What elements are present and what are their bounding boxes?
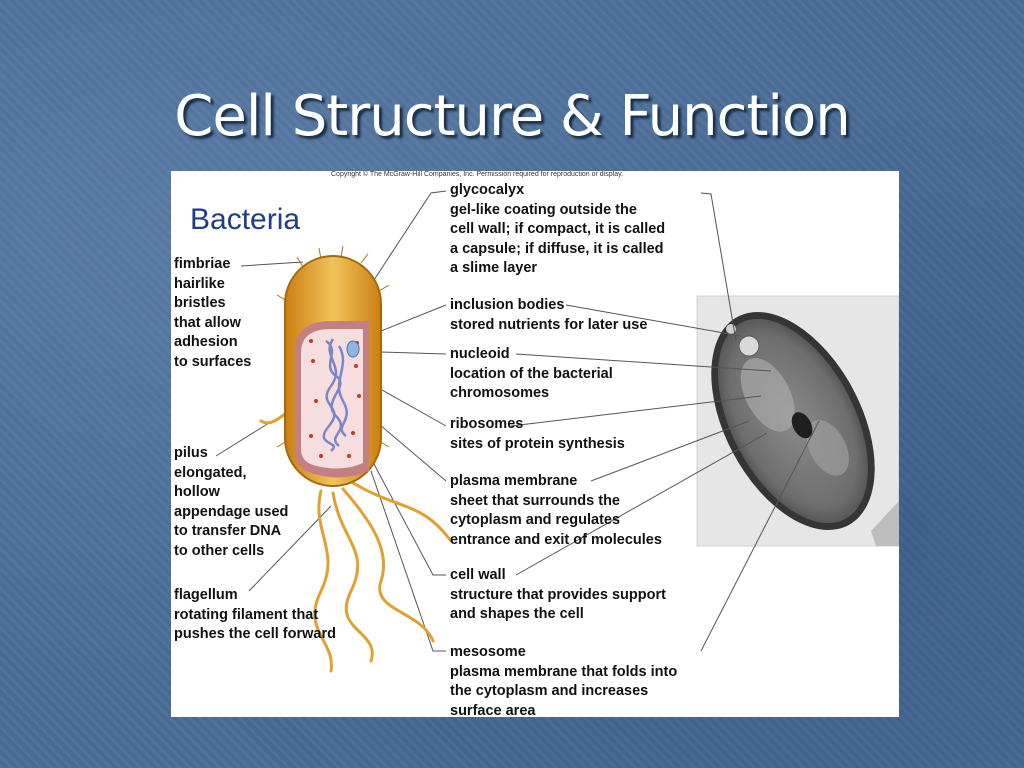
bacteria-diagram [215,190,899,673]
label-glycocalyx: glycocalyx gel-like coating outside the … [450,182,666,276]
label-ribosomes: ribosomes sites of protein synthesis [450,416,625,452]
label-mesosome: mesosome plasma membrane that folds into… [450,644,678,717]
label-cell-wall: cell wall structure that provides suppor… [450,567,666,622]
electron-micrograph [696,295,899,547]
label-plasma-membrane: plasma membrane sheet that surrounds the… [450,473,662,548]
label-flagellum: flagellum rotating filament that pushes … [174,587,336,642]
label-pilus: pilus elongated, hollow appendage used t… [174,445,289,559]
bacterium-illustration [259,245,453,673]
figure-panel: Copyright © The McGraw-Hill Companies, I… [171,171,899,717]
slide-title: Cell Structure & Function [174,84,850,149]
label-fimbriae: fimbriae hairlike bristles that allow ad… [174,256,252,370]
label-inclusion-bodies: inclusion bodies stored nutrients for la… [450,297,648,333]
copyright-notice: Copyright © The McGraw-Hill Companies, I… [331,171,624,178]
figure-subtitle: Bacteria [190,203,301,236]
label-nucleoid: nucleoid location of the bacterial chrom… [450,346,613,401]
